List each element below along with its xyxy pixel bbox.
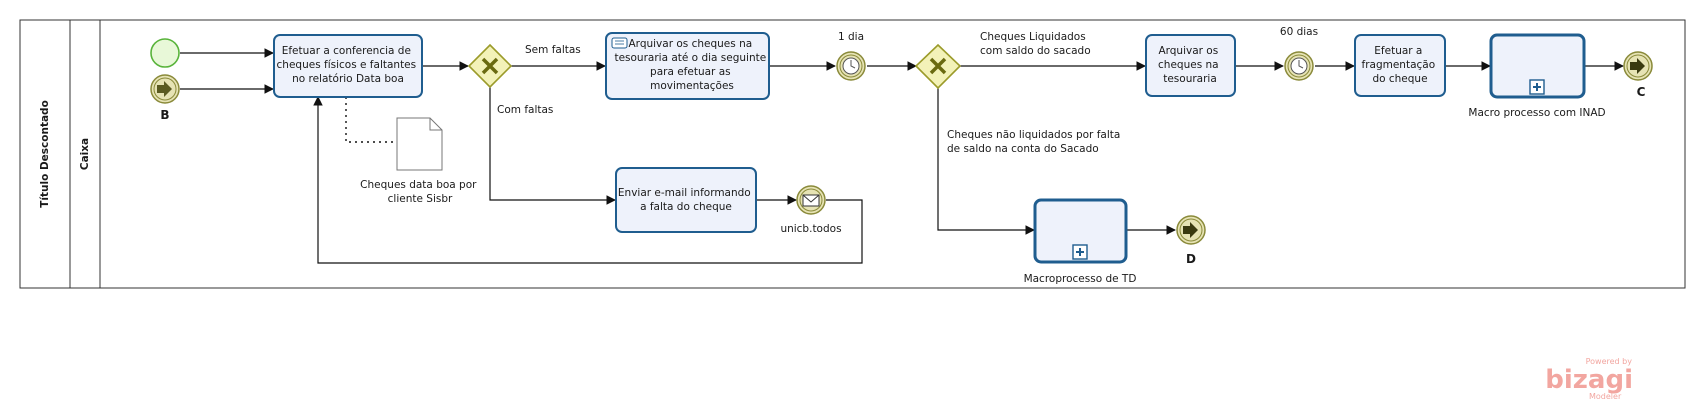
watermark-brand: bizagi (1545, 365, 1633, 395)
start-event[interactable] (150, 38, 180, 68)
timer1-label: 1 dia (838, 31, 864, 43)
subprocess-td-label: Macroprocesso de TD (1024, 273, 1137, 285)
flow-gw2-to-sp2[interactable] (937, 88, 1035, 235)
task-enviar-email[interactable]: Enviar e-mail informando a falta do cheq… (615, 167, 757, 233)
task-arquivar-tesouraria-dia[interactable]: Arquivar os cheques na tesouraria até o … (605, 32, 770, 100)
subprocess-inad-label: Macro processo com INAD (1468, 107, 1605, 119)
document-label-line2: cliente Sisbr (388, 193, 453, 205)
link-event-b[interactable] (150, 74, 180, 104)
task-fragmentacao-line2: fragmentação (1362, 59, 1436, 71)
watermark-product: Modeler (1589, 392, 1622, 401)
clock-icon (1290, 57, 1308, 75)
svg-text:Cheques data boa por clien: Cheques data boa por cliente Sisbr (360, 179, 480, 205)
svg-text:Cheques Liquidados com sal: Cheques Liquidados com saldo do sacado (980, 31, 1091, 57)
manual-task-icon (611, 37, 628, 49)
link-arrow-icon (157, 81, 172, 97)
sequence-flows (180, 48, 1624, 264)
svg-text:Efetuar a conferencia de: Efetuar a conferencia de cheques físicos… (277, 45, 420, 85)
task-arquivar-line1: Arquivar os (1158, 45, 1218, 57)
task-fragmentacao-line1: Efetuar a (1374, 45, 1422, 57)
expand-plus-icon (1529, 79, 1545, 95)
subprocess-td[interactable] (1033, 198, 1128, 264)
link-arrow-icon (1630, 58, 1645, 74)
gateway-x-icon (929, 57, 947, 75)
svg-text:Efetuar a fragmentação: Efetuar a fragmentação do cheque (1362, 45, 1439, 85)
task-arquivar-dia-line3: para efetuar as (650, 66, 731, 78)
task-enviar-email-line1: Enviar e-mail informando (618, 187, 751, 199)
link-event-d[interactable] (1176, 215, 1206, 245)
flow-label-liquidados-line1: Cheques Liquidados (980, 31, 1086, 43)
svg-text:Enviar e-mail informando: Enviar e-mail informando a falta do cheq… (618, 187, 754, 213)
task-arquivar-dia-line2: tesouraria até o dia seguinte (614, 52, 766, 64)
link-d-label: D (1186, 252, 1196, 266)
flow-label-nao-liquidados-line1: Cheques não liquidados por falta (947, 129, 1120, 141)
gateway-x-icon (481, 57, 499, 75)
document-label-line1: Cheques data boa por (360, 179, 477, 191)
task-conferencia-line2: cheques físicos e faltantes (277, 59, 417, 71)
flow-label-liquidados-line2: com saldo do sacado (980, 45, 1091, 57)
flow-label-com-faltas: Com faltas (497, 104, 553, 116)
task-arquivar-tesouraria[interactable]: Arquivar os cheques na tesouraria (1145, 34, 1236, 97)
envelope-icon (802, 194, 820, 207)
task-arquivar-line2: cheques na (1158, 59, 1219, 71)
flow-message-back-to-t1[interactable] (313, 96, 863, 264)
document-artifact[interactable] (396, 117, 443, 171)
exclusive-gateway-liquidados[interactable] (914, 43, 962, 90)
flow-gw1-to-t3[interactable] (489, 87, 616, 205)
task-fragmentacao[interactable]: Efetuar a fragmentação do cheque (1354, 34, 1446, 97)
task-conferencia-line1: Efetuar a conferencia de (282, 45, 411, 57)
task-conferencia-line3: no relatório Data boa (292, 73, 404, 85)
clock-icon (842, 57, 860, 75)
link-c-label: C (1637, 85, 1646, 99)
message-event[interactable] (796, 185, 826, 215)
bizagi-watermark: Powered by bizagi Modeler (1545, 357, 1633, 401)
svg-text:Cheques não liquidados por fal: Cheques não liquidados por falta de sald… (947, 129, 1124, 155)
expand-plus-icon (1072, 244, 1088, 260)
exclusive-gateway-faltas[interactable] (467, 43, 513, 89)
timer-event-2[interactable] (1284, 51, 1314, 81)
task-arquivar-dia-line4: movimentações (650, 80, 734, 92)
message-label: unicb.todos (780, 223, 841, 235)
task-enviar-email-line2: a falta do cheque (640, 201, 732, 213)
link-event-c[interactable] (1623, 51, 1653, 81)
svg-text:Arquivar os cheques na: Arquivar os cheques na tesouraria (1158, 45, 1222, 85)
association-t1-document[interactable] (345, 97, 397, 143)
task-arquivar-dia-line1: Arquivar os cheques na (629, 38, 753, 50)
timer2-label: 60 dias (1280, 26, 1318, 38)
link-b-label: B (160, 108, 169, 122)
watermark-powered: Powered by (1586, 357, 1633, 366)
lane-label: Caixa (79, 138, 91, 170)
flow-label-sem-faltas: Sem faltas (525, 44, 581, 56)
timer-event-1[interactable] (836, 51, 866, 81)
task-arquivar-line3: tesouraria (1163, 73, 1217, 85)
subprocess-inad[interactable] (1489, 33, 1586, 99)
task-fragmentacao-line3: do cheque (1372, 73, 1427, 85)
flow-label-nao-liquidados-line2: de saldo na conta do Sacado (947, 143, 1099, 155)
task-conferencia[interactable]: Efetuar a conferencia de cheques físicos… (273, 34, 423, 98)
link-arrow-icon (1183, 222, 1198, 238)
svg-text:Arquivar os cheques na t: Arquivar os cheques na tesouraria até o … (614, 38, 769, 92)
pool-label: Título Descontado (39, 100, 51, 208)
